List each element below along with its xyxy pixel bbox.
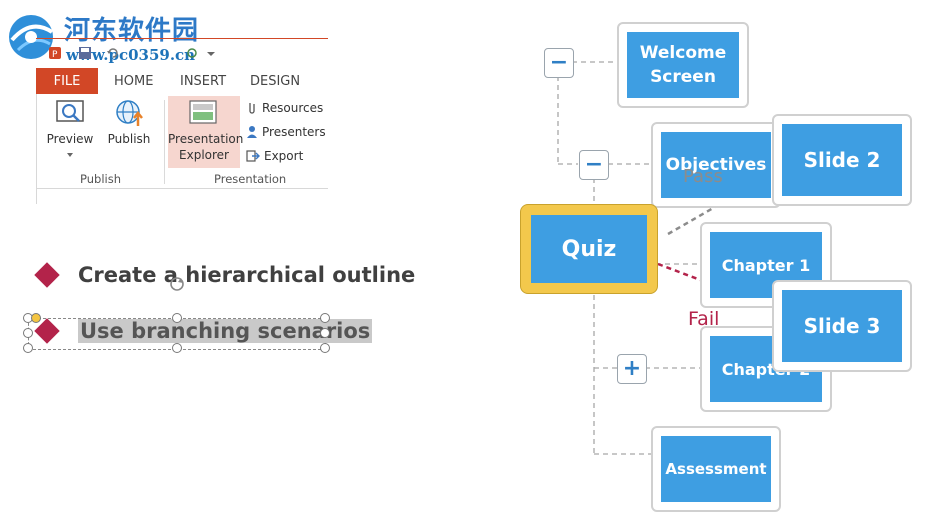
node-assessment[interactable]: Assessment — [651, 426, 781, 512]
paperclip-icon — [249, 103, 255, 114]
resize-handle[interactable] — [320, 343, 330, 353]
presentation-explorer-icon — [189, 100, 217, 124]
export-label: Export — [264, 149, 304, 163]
export-icon — [246, 150, 260, 162]
resize-handle[interactable] — [172, 343, 182, 353]
ribbon-tabs: FILE HOME INSERT DESIGN — [36, 68, 328, 94]
watermark-logo-icon — [9, 15, 54, 59]
rotate-handle-icon[interactable] — [166, 274, 188, 294]
chevron-down-icon[interactable] — [204, 46, 218, 60]
undo-icon[interactable] — [106, 46, 120, 60]
resize-handle[interactable] — [320, 328, 330, 338]
branch-label-pass: Pass — [683, 166, 723, 187]
node-label: Slide 3 — [782, 290, 902, 362]
watermark-title: 河东软件园 — [64, 16, 200, 46]
presentation-explorer-label-1: Presentation — [168, 132, 244, 146]
node-label: Objectives — [661, 132, 771, 198]
presenters-label: Presenters — [262, 125, 326, 139]
bullet-text: Create a hierarchical outline — [78, 263, 416, 287]
presenters-button[interactable]: Presenters — [246, 122, 326, 142]
chevron-down-icon — [67, 153, 73, 157]
preview-icon — [56, 100, 84, 122]
save-icon[interactable] — [78, 46, 92, 60]
quick-access-toolbar: P — [36, 38, 328, 67]
person-icon — [247, 126, 257, 138]
powerpoint-icon: P — [49, 47, 61, 60]
group-label-presentation: Presentation — [214, 172, 287, 186]
svg-text:P: P — [52, 50, 58, 60]
publish-button[interactable]: Publish — [104, 98, 154, 147]
collapse-button[interactable]: − — [544, 48, 574, 78]
ribbon-edge — [36, 94, 37, 204]
bullet-item[interactable]: Create a hierarchical outline — [34, 262, 416, 288]
watermark-url: www.pc0359.cn — [66, 46, 196, 64]
preview-label: Preview — [46, 132, 94, 146]
node-slide-3[interactable]: Slide 3 — [772, 280, 912, 372]
ribbon-body: Preview Publish Presentation Explorer Re… — [36, 94, 328, 189]
node-slide-2[interactable]: Slide 2 — [772, 114, 912, 206]
node-label: Slide 2 — [782, 124, 902, 196]
ribbon-separator — [164, 100, 165, 184]
node-label: Assessment — [661, 436, 771, 502]
collapse-button[interactable]: − — [579, 150, 609, 180]
globe-icon — [116, 100, 143, 126]
resize-handle[interactable] — [23, 328, 33, 338]
node-objectives[interactable]: Objectives — [651, 122, 781, 208]
resources-button[interactable]: Resources — [246, 98, 323, 118]
tab-insert[interactable]: INSERT — [180, 73, 227, 89]
tab-design[interactable]: DESIGN — [250, 73, 301, 89]
tab-home[interactable]: HOME — [114, 73, 154, 89]
tab-file[interactable]: FILE — [36, 68, 98, 94]
customize-toolbar-icon[interactable] — [186, 46, 200, 60]
resize-handle[interactable] — [172, 313, 182, 323]
group-label-publish: Publish — [80, 172, 121, 186]
node-welcome-screen[interactable]: Welcome Screen — [617, 22, 749, 108]
export-button[interactable]: Export — [246, 146, 303, 166]
branch-label-fail: Fail — [688, 308, 720, 330]
node-label: Welcome Screen — [627, 32, 739, 98]
resize-handle[interactable] — [320, 313, 330, 323]
presentation-explorer-button[interactable]: Presentation Explorer — [168, 96, 244, 168]
expand-button[interactable]: + — [617, 354, 647, 384]
publish-label: Publish — [107, 132, 151, 146]
resize-handle[interactable] — [23, 343, 33, 353]
node-label: Quiz — [531, 215, 647, 283]
adjust-handle[interactable] — [31, 313, 41, 323]
node-quiz[interactable]: Quiz — [520, 204, 658, 294]
presentation-explorer-label-2: Explorer — [179, 148, 229, 162]
preview-button[interactable]: Preview — [46, 98, 94, 161]
resources-label: Resources — [262, 101, 324, 115]
